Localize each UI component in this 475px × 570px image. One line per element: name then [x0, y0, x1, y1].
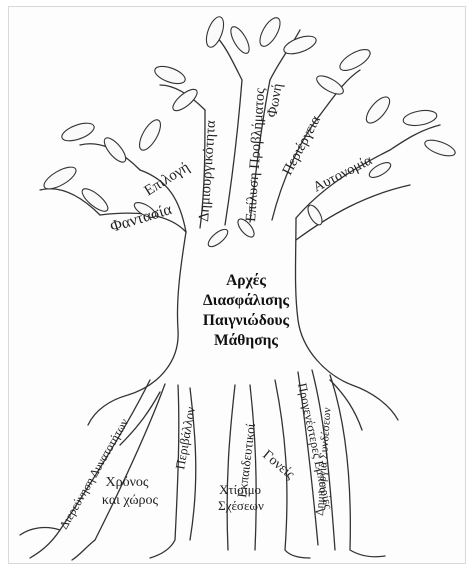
ground-label-xronos-line-1: Χρόνος	[106, 475, 149, 490]
title-line-1: Αρχές	[226, 272, 266, 289]
title-line-3: Παιγνιώδους	[203, 312, 290, 329]
root-label-perivallon: Περιβάλλον	[172, 406, 198, 471]
branch-label-periergeia: Περιέργεια	[279, 113, 324, 178]
branch-label-foni: Φωνή	[264, 82, 286, 119]
title-line-4: Μάθησης	[214, 332, 278, 349]
tree-roots	[20, 370, 385, 560]
root-label-goneis: Γονείς	[259, 448, 297, 483]
tree-trunk	[40, 30, 440, 445]
root-label-dierevnisi: Διερεύνηση Δυνατοτήτων	[56, 416, 131, 532]
branch-label-dimiourgikotita: Δημιουργικότητα	[196, 119, 219, 222]
diagram-title: Αρχές Διασφάλισης Παιγνιώδους Μάθησης	[203, 272, 290, 349]
branch-label-aftonomia: Αυτονομία	[311, 152, 375, 195]
ground-label-xtisimo-line-2: Σχέσεων	[218, 498, 264, 513]
ground-label-xronos-line-2: και χώρος	[102, 493, 159, 508]
branch-label-epilysi-provlimatos: Επίλυση Προβλήματος	[243, 87, 268, 222]
branch-label-epilogi: Επιλογή	[142, 159, 193, 199]
ground-label-xtisimo-line-1: Χτίσιμο	[219, 482, 261, 497]
title-line-2: Διασφάλισης	[203, 292, 290, 309]
